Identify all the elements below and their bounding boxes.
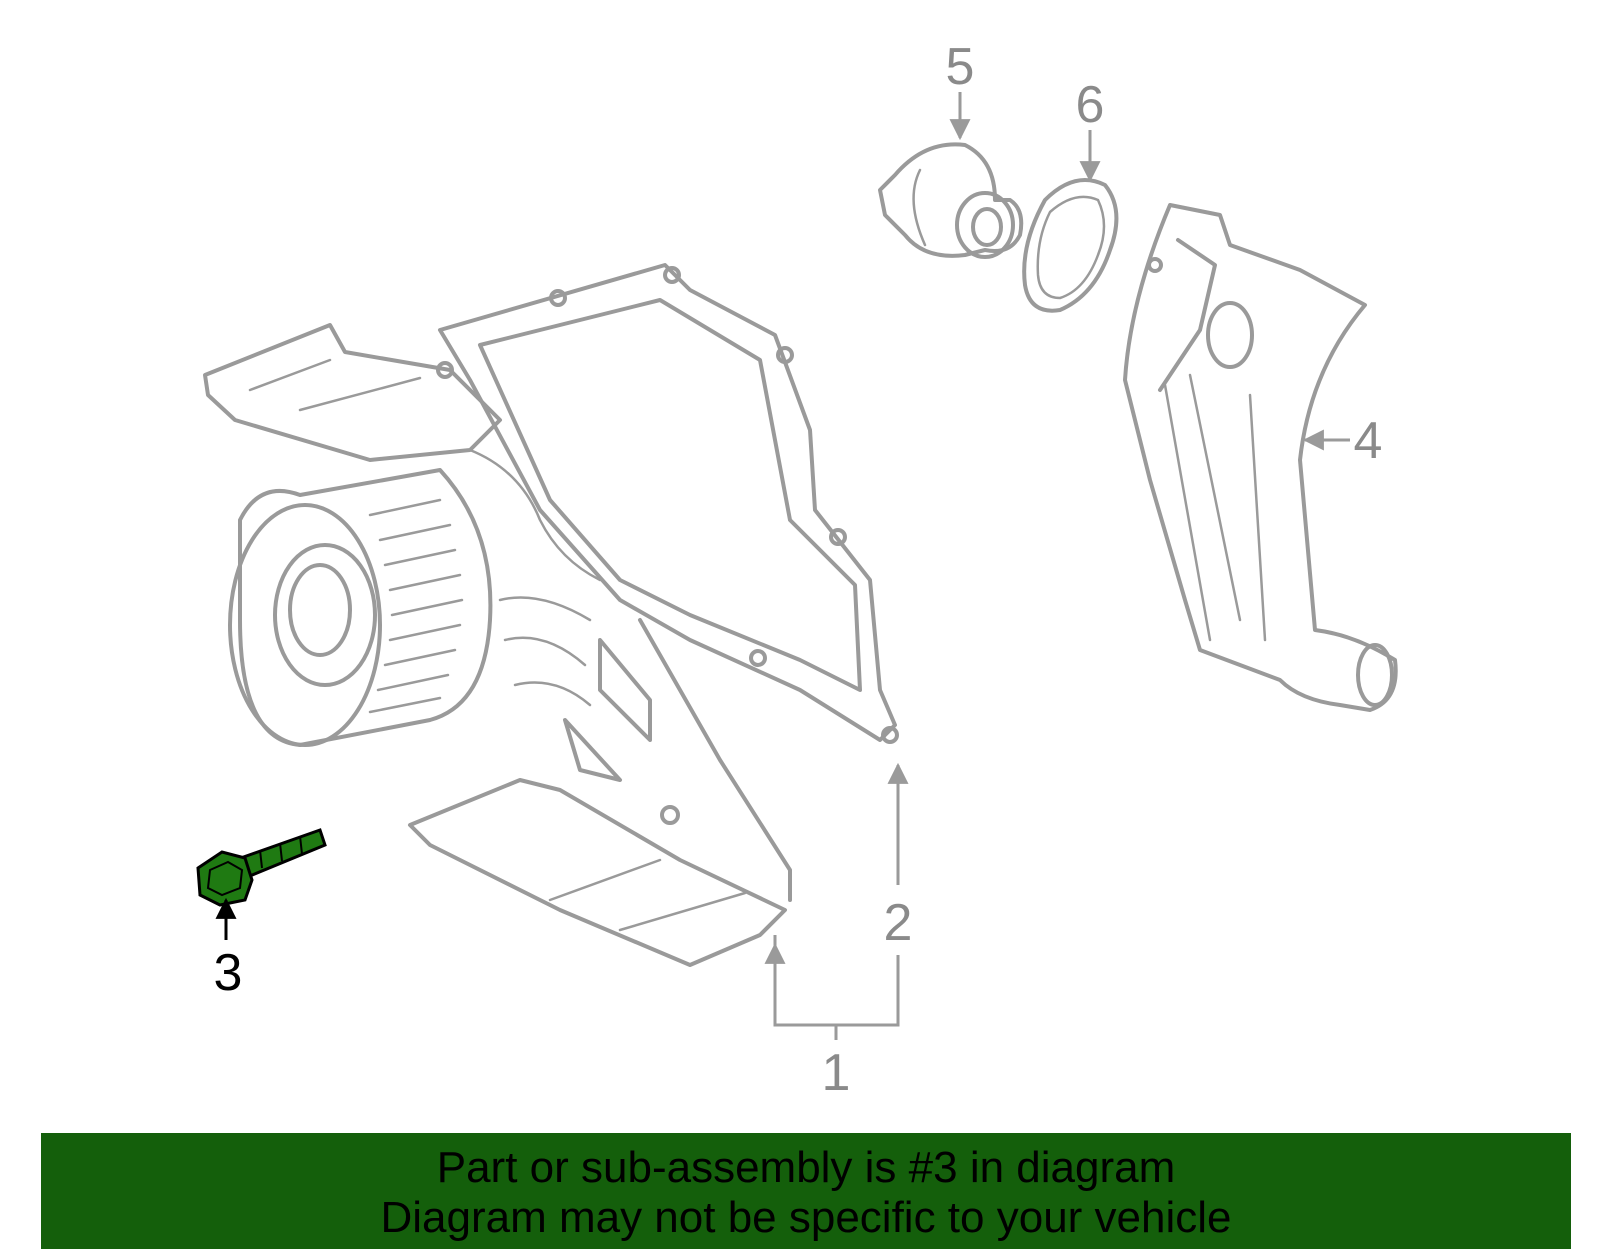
info-banner: Part or sub-assembly is #3 in diagram Di… <box>41 1133 1571 1249</box>
callout-6: 6 <box>1076 76 1105 134</box>
water-pump-assembly <box>203 263 899 967</box>
callout-5: 5 <box>946 38 975 96</box>
callout-2: 2 <box>884 894 913 952</box>
callout-1: 1 <box>822 1044 851 1102</box>
gasket <box>1022 178 1119 313</box>
callout-4: 4 <box>1354 412 1383 470</box>
banner-line-1: Part or sub-assembly is #3 in diagram <box>436 1143 1176 1192</box>
banner-line-2: Diagram may not be specific to your vehi… <box>380 1193 1232 1242</box>
parts-diagram: 5 6 4 2 1 3 <box>196 38 1398 1102</box>
leader-lines <box>215 92 1350 1040</box>
water-pipe-housing <box>1123 203 1398 712</box>
bolt-highlighted[interactable] <box>196 828 327 907</box>
callout-3: 3 <box>214 944 243 1002</box>
thermostat-housing <box>878 142 1024 259</box>
